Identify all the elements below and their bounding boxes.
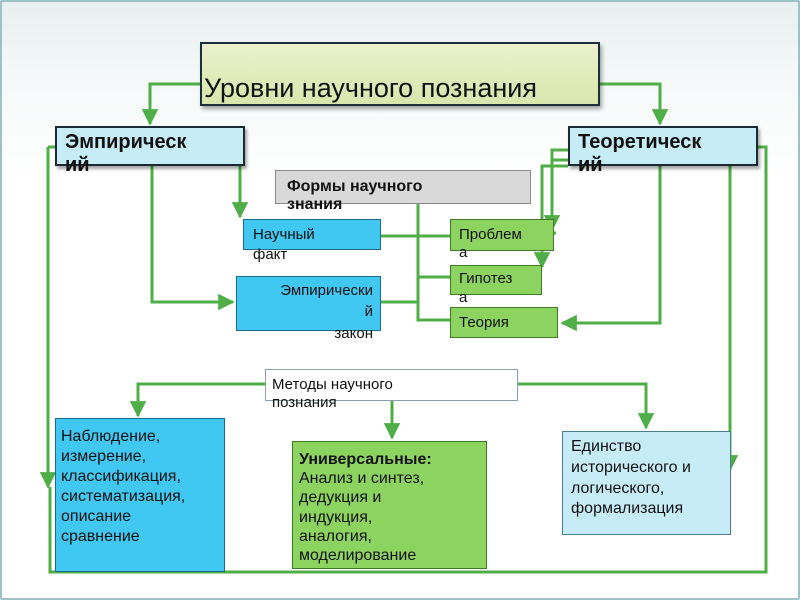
theoretical-label-line1: Теоретическ — [578, 131, 702, 153]
arrow-methods-to-observation — [129, 382, 265, 418]
theoretical-methods-box: Единство исторического и логического, фо… — [562, 431, 731, 535]
empirical-method-item: описание — [61, 508, 132, 525]
theoretical-level-box: Теоретическ ий — [568, 126, 758, 176]
fact-label-line2: факт — [253, 246, 288, 264]
empirical-method-item: сравнение — [61, 528, 140, 545]
line-emp-outer-bottom — [48, 487, 400, 574]
law-label-line2: й — [364, 303, 373, 321]
empirical-method-item: измерение, — [61, 448, 147, 465]
theoretical-method-item: формализация — [571, 500, 684, 518]
universal-method-item: моделирование — [299, 546, 417, 564]
arrow-theo-to-theory — [560, 166, 662, 332]
empirical-method-item: систематизация, — [61, 488, 186, 505]
diagram-title-text: Уровни научного познания — [204, 73, 537, 103]
empirical-level-box: Эмпирическ ий — [55, 126, 245, 176]
hypothesis-label-line2: а — [459, 289, 468, 307]
law-label-line1: Эмпирически — [280, 282, 373, 299]
research-methods-box: Методы научного познания — [265, 369, 518, 411]
scientific-fact-box: Научный факт — [243, 219, 381, 263]
universal-methods-box: Универсальные: Анализ и синтез, дедукция… — [292, 441, 487, 569]
empirical-law-box: Эмпирически й закон — [236, 276, 381, 342]
arrow-empirical-to-law — [150, 166, 235, 311]
universal-method-item: индукция, — [299, 508, 373, 526]
arrow-theo-to-unity — [721, 145, 758, 472]
arrow-theo-to-problem — [543, 148, 568, 232]
theoretical-method-item: Единство — [571, 438, 642, 455]
arrow-methods-to-unity — [518, 382, 655, 430]
problem-label-line2: а — [459, 244, 468, 262]
forms-of-knowledge-box: Формы научного знания — [275, 170, 531, 213]
theoretical-label-line2: ий — [578, 154, 603, 176]
forms-label-line1: Формы научного — [287, 178, 423, 195]
line-theo-outer — [400, 145, 768, 574]
universal-method-item: аналогия, — [299, 527, 372, 545]
empirical-label-line2: ий — [65, 154, 90, 176]
fact-label-line1: Научный — [253, 226, 315, 243]
forms-label-line2: знания — [287, 196, 343, 214]
theoretical-method-item: исторического и — [571, 458, 691, 476]
theory-label: Теория — [459, 314, 509, 331]
diagram-title: Уровни научного познания — [200, 42, 600, 106]
empirical-method-item: Наблюдение, — [61, 428, 161, 445]
empirical-label-line1: Эмпирическ — [65, 131, 187, 153]
methods-label-line1: Методы научного — [272, 376, 393, 393]
arrow-empirical-to-observation — [48, 145, 55, 487]
methods-label-line2: познания — [272, 394, 337, 412]
arrow-title-to-theoretical — [600, 82, 669, 126]
universal-method-item: Анализ и синтез, — [299, 470, 425, 488]
theoretical-method-item: логического, — [571, 479, 665, 497]
universal-method-item: дедукция и — [299, 489, 382, 507]
empirical-methods-box: Наблюдение, измерение, классификация, си… — [55, 418, 225, 572]
problem-box: Проблем а — [450, 219, 554, 261]
law-label-line3: закон — [334, 324, 373, 342]
bracket-forms — [416, 204, 450, 322]
arrow-title-to-empirical — [141, 82, 200, 126]
hypothesis-label-line1: Гипотез — [459, 270, 513, 287]
hypothesis-box: Гипотез а — [450, 265, 542, 306]
empirical-method-item: классификация, — [61, 468, 181, 485]
universal-methods-heading: Универсальные: — [299, 451, 432, 468]
theory-box: Теория — [450, 307, 558, 338]
problem-label-line1: Проблем — [459, 226, 522, 243]
arrow-theory-to-problem — [550, 158, 568, 235]
